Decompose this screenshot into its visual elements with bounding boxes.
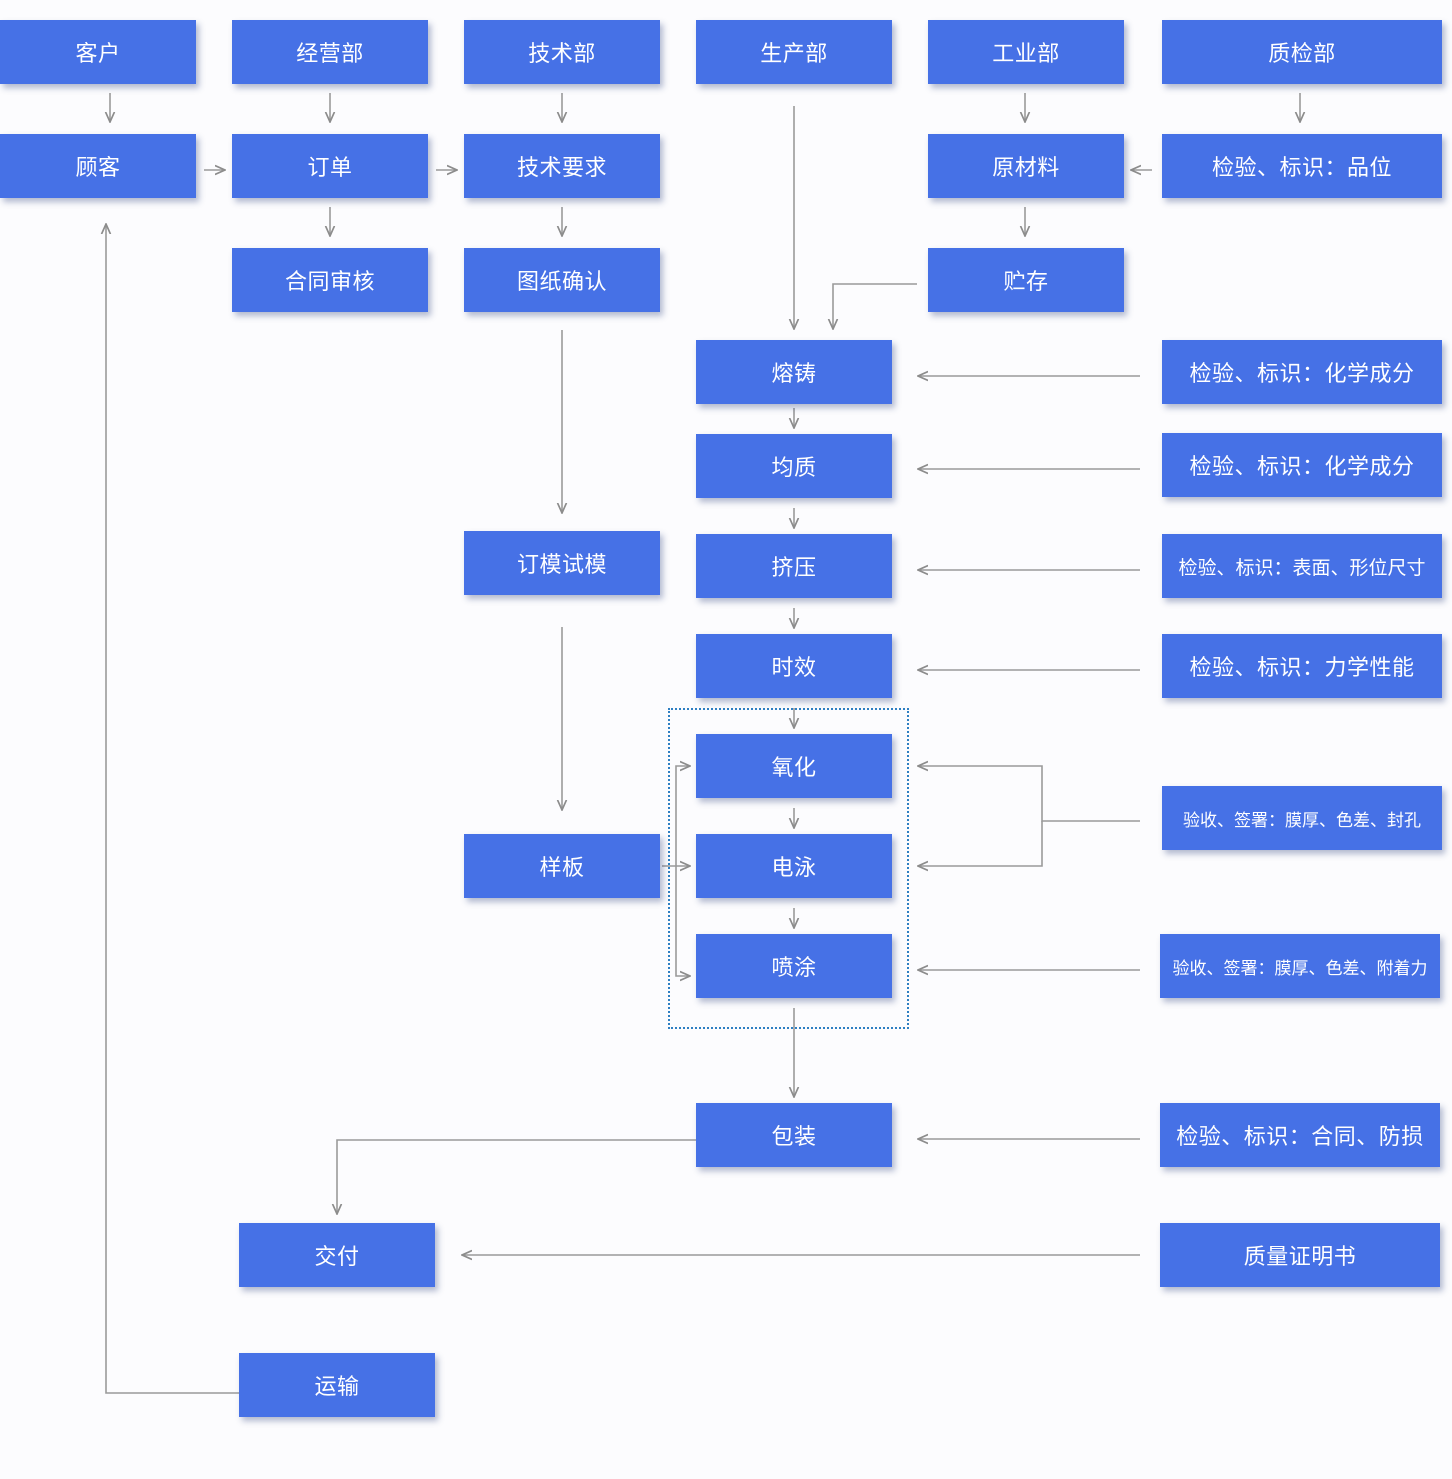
node-transport: 运输 [239, 1353, 435, 1417]
node-aging: 时效 [696, 634, 892, 698]
node-electrophoresis: 电泳 [696, 834, 892, 898]
node-order: 订单 [232, 134, 428, 198]
arrow-sample-to-spraying [675, 866, 690, 976]
node-industry-dept: 工业部 [928, 20, 1124, 84]
node-drawing-confirm: 图纸确认 [464, 248, 660, 312]
node-inspect-chem-2: 检验、标识：化学成分 [1162, 433, 1442, 497]
node-accept-film-seal: 验收、签署：膜厚、色差、封孔 [1162, 786, 1442, 850]
node-contract-review: 合同审核 [232, 248, 428, 312]
node-casting: 熔铸 [696, 340, 892, 404]
node-inspect-surface: 检验、标识：表面、形位尺寸 [1162, 534, 1442, 598]
node-packaging: 包装 [696, 1103, 892, 1167]
node-business-dept: 经营部 [232, 20, 428, 84]
node-extrusion: 挤压 [696, 534, 892, 598]
node-inspect-chem-1: 检验、标识：化学成分 [1162, 340, 1442, 404]
node-raw-material: 原材料 [928, 134, 1124, 198]
node-inspect-contract: 检验、标识：合同、防损 [1160, 1103, 1440, 1167]
node-delivery: 交付 [239, 1223, 435, 1287]
node-quality-cert: 质量证明书 [1160, 1223, 1440, 1287]
node-tech-requirements: 技术要求 [464, 134, 660, 198]
node-oxidation: 氧化 [696, 734, 892, 798]
arrow-seal-to-electro [918, 821, 1043, 866]
node-mold-trial: 订模试模 [464, 531, 660, 595]
node-spraying: 喷涂 [696, 934, 892, 998]
arrow-sample-to-oxidation [675, 766, 690, 866]
node-accept-film-adhesion: 验收、签署：膜厚、色差、附着力 [1160, 934, 1440, 998]
node-qc-dept: 质检部 [1162, 20, 1442, 84]
node-storage: 贮存 [928, 248, 1124, 312]
node-sample: 样板 [464, 834, 660, 898]
arrow-seal-to-oxidation [918, 766, 1140, 822]
node-inspect-grade: 检验、标识：品位 [1162, 134, 1442, 198]
arrow-storage-to-casting [833, 283, 917, 329]
surface-treatment-group [668, 708, 909, 1029]
node-homogenize: 均质 [696, 434, 892, 498]
arrow-transport-to-client [106, 224, 239, 1394]
arrow-packaging-to-delivery [337, 1139, 696, 1214]
node-customer-dept: 客户 [0, 20, 196, 84]
node-client: 顾客 [0, 134, 196, 198]
node-production-dept: 生产部 [696, 20, 892, 84]
node-tech-dept: 技术部 [464, 20, 660, 84]
node-inspect-mech: 检验、标识：力学性能 [1162, 634, 1442, 698]
